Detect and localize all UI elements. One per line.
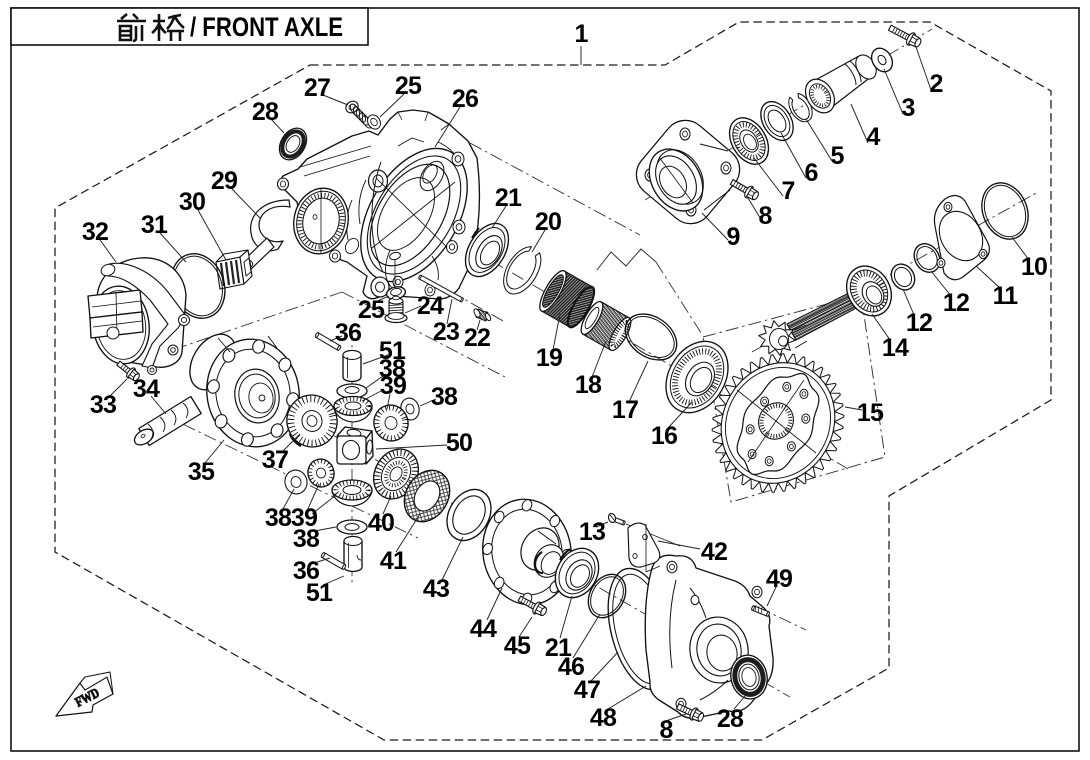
svg-text:27: 27 — [304, 74, 330, 102]
svg-text:6: 6 — [804, 159, 817, 187]
svg-text:24: 24 — [417, 292, 444, 320]
svg-text:1: 1 — [574, 20, 588, 48]
svg-text:2: 2 — [929, 70, 942, 98]
svg-text:45: 45 — [504, 632, 531, 660]
svg-text:25: 25 — [395, 72, 422, 100]
svg-text:17: 17 — [612, 396, 638, 424]
svg-text:12: 12 — [906, 309, 932, 337]
svg-text:26: 26 — [452, 85, 478, 113]
svg-text:31: 31 — [141, 211, 168, 239]
svg-text:49: 49 — [766, 565, 792, 593]
svg-text:13: 13 — [579, 518, 605, 546]
svg-text:14: 14 — [882, 334, 909, 362]
svg-text:40: 40 — [368, 509, 394, 537]
svg-text:3: 3 — [901, 94, 914, 122]
svg-text:21: 21 — [545, 634, 572, 662]
svg-text:43: 43 — [423, 575, 449, 603]
svg-text:37: 37 — [262, 446, 288, 474]
svg-text:/ FRONT AXLE: / FRONT AXLE — [190, 12, 343, 42]
svg-text:10: 10 — [1021, 253, 1047, 281]
svg-text:23: 23 — [433, 318, 459, 346]
svg-text:25: 25 — [358, 296, 385, 324]
svg-text:38: 38 — [265, 504, 292, 532]
svg-text:18: 18 — [575, 371, 602, 399]
svg-text:38: 38 — [293, 525, 320, 553]
svg-text:30: 30 — [179, 188, 205, 216]
svg-text:39: 39 — [291, 504, 317, 532]
svg-text:38: 38 — [431, 383, 458, 411]
svg-text:29: 29 — [211, 167, 237, 195]
svg-text:22: 22 — [464, 324, 490, 352]
svg-text:9: 9 — [726, 223, 739, 251]
svg-text:51: 51 — [379, 337, 406, 365]
svg-text:28: 28 — [717, 705, 744, 733]
svg-text:8: 8 — [758, 202, 772, 230]
svg-text:47: 47 — [574, 676, 600, 704]
svg-text:42: 42 — [701, 538, 727, 566]
svg-text:11: 11 — [993, 282, 1019, 310]
svg-text:32: 32 — [82, 218, 108, 246]
svg-text:36: 36 — [293, 557, 319, 585]
svg-text:51: 51 — [306, 579, 333, 607]
svg-text:20: 20 — [535, 208, 561, 236]
svg-text:15: 15 — [857, 399, 884, 427]
svg-text:36: 36 — [335, 319, 361, 347]
svg-text:28: 28 — [252, 98, 279, 126]
svg-text:38: 38 — [379, 355, 406, 383]
svg-text:50: 50 — [446, 429, 472, 457]
svg-text:35: 35 — [188, 458, 215, 486]
svg-text:12: 12 — [943, 289, 969, 317]
svg-text:5: 5 — [830, 142, 844, 170]
svg-text:39: 39 — [380, 372, 406, 400]
svg-text:48: 48 — [590, 704, 617, 732]
svg-text:8: 8 — [659, 716, 673, 744]
svg-text:41: 41 — [380, 547, 407, 575]
svg-text:7: 7 — [781, 177, 794, 205]
svg-text:19: 19 — [536, 344, 562, 372]
svg-text:16: 16 — [651, 422, 677, 450]
svg-text:34: 34 — [133, 375, 160, 403]
svg-text:46: 46 — [558, 653, 584, 681]
svg-text:4: 4 — [866, 123, 880, 151]
svg-text:33: 33 — [90, 391, 116, 419]
svg-text:21: 21 — [495, 184, 522, 212]
svg-text:44: 44 — [470, 615, 497, 643]
